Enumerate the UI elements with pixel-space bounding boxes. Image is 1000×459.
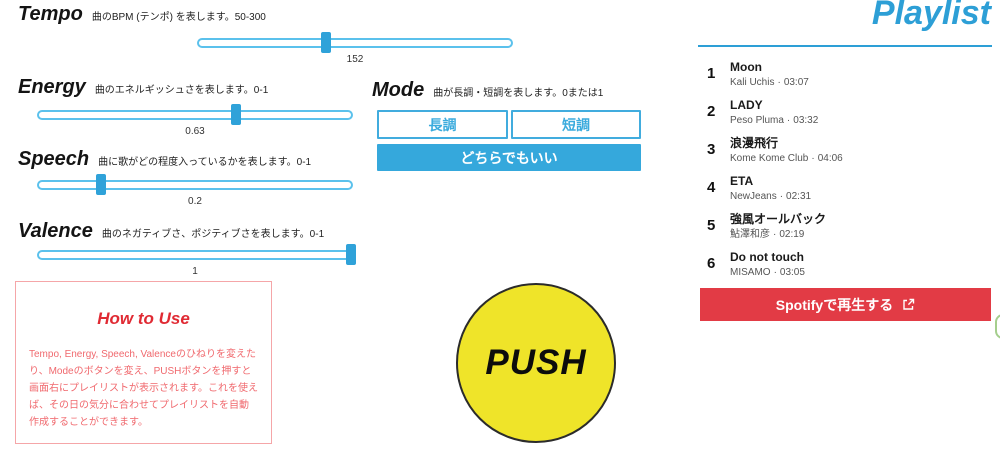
track-separator: · [811,153,815,164]
playlist-track-row[interactable]: 3 浪漫飛行 Kome Kome Club·04:06 [700,133,992,171]
how-to-use-box: How to Use Tempo, Energy, Speech, Valenc… [15,281,272,444]
track-separator: · [773,267,777,278]
speech-description: 曲に歌がどの程度入っているかを表します。0-1 [98,157,312,168]
tempo-slider-thumb[interactable] [321,32,332,53]
track-meta: Kali Uchis·03:07 [730,76,992,89]
energy-value: 0.63 [185,126,205,137]
valence-header: Valence 曲のネガティブさ、ポジティブさを表します。0-1 [18,220,324,243]
tempo-value: 152 [346,54,364,65]
track-title: 強風オールバック [730,212,827,226]
valence-description: 曲のネガティブさ、ポジティブさを表します。0-1 [101,229,325,240]
track-separator: · [786,115,791,126]
push-button[interactable]: PUSH [456,283,616,443]
how-to-use-title: How to Use [97,309,190,328]
track-duration: 04:06 [817,153,843,164]
track-number: 3 [707,141,716,158]
speech-slider[interactable] [37,174,353,195]
playlist-title-underline [698,45,992,47]
track-duration: 02:19 [779,229,805,240]
track-title: ETA [730,174,754,188]
speech-value: 0.2 [188,196,202,207]
track-artist: 鮎澤和彦 [730,229,770,240]
energy-slider-thumb[interactable] [230,104,241,125]
track-duration: 03:05 [779,267,805,278]
track-separator: · [773,229,777,240]
valence-value: 1 [192,266,198,277]
energy-description: 曲のエネルギッシュさを表します。0-1 [94,85,269,96]
track-artist: Kome Kome Club [730,153,809,164]
mode-description: 曲が長調・短調を表します。0または1 [433,88,604,99]
tempo-slider[interactable] [197,32,513,53]
track-artist: MISAMO [730,267,771,278]
playlist-track-list: 1 Moon Kali Uchis·03:07 2 LADY Peso Plum… [700,57,992,285]
mode-button-major[interactable]: 長調 [377,110,508,139]
spotify-play-button[interactable]: Spotifyで再生する [700,288,991,321]
mode-header: Mode 曲が長調・短調を表します。0または1 [372,79,603,102]
track-number: 5 [707,217,716,234]
clipped-edge-widget[interactable] [995,314,1000,339]
track-separator: · [779,191,784,202]
mode-button-minor[interactable]: 短調 [511,110,641,139]
track-meta: Peso Pluma·03:32 [730,114,992,127]
energy-header: Energy 曲のエネルギッシュさを表します。0-1 [18,76,268,99]
tempo-header: Tempo 曲のBPM (テンポ) を表します。50-300 [18,3,266,26]
speech-slider-thumb[interactable] [96,174,107,195]
track-duration: 02:31 [786,191,812,202]
energy-slider[interactable] [37,104,353,125]
track-artist: NewJeans [730,191,777,202]
energy-label: Energy [18,76,86,98]
track-meta: 鮎澤和彦·02:19 [730,228,992,241]
track-meta: NewJeans·02:31 [730,190,992,203]
playlist-track-row[interactable]: 2 LADY Peso Pluma·03:32 [700,95,992,133]
track-separator: · [777,77,781,88]
playlist-track-row[interactable]: 1 Moon Kali Uchis·03:07 [700,57,992,95]
tempo-label: Tempo [18,3,83,25]
speech-header: Speech 曲に歌がどの程度入っているかを表します。0-1 [18,148,311,171]
valence-label: Valence [18,220,93,242]
valence-slider-thumb[interactable] [346,244,356,265]
track-title: Moon [730,60,762,74]
track-artist: Peso Pluma [730,115,784,126]
track-number: 2 [707,103,716,120]
track-number: 4 [707,179,716,196]
playlist-track-row[interactable]: 6 Do not touch MISAMO·03:05 [700,247,992,285]
track-title: Do not touch [730,250,804,264]
track-duration: 03:32 [793,115,819,126]
track-title: LADY [730,98,763,112]
speech-label: Speech [18,148,90,170]
track-title: 浪漫飛行 [730,136,779,150]
playlist-title: Playlist [871,0,991,32]
track-duration: 03:07 [783,77,809,88]
track-number: 1 [707,65,716,82]
how-to-use-body: Tempo, Energy, Speech, Valenceのひねりを変えたり、… [29,349,258,428]
track-meta: MISAMO·03:05 [730,266,992,279]
track-artist: Kali Uchis [730,77,775,88]
tempo-description: 曲のBPM (テンポ) を表します。50-300 [91,12,266,23]
mode-button-either[interactable]: どちらでもいい [377,144,641,171]
external-link-icon [902,298,915,311]
mode-label: Mode [372,79,425,101]
playlist-track-row[interactable]: 5 強風オールバック 鮎澤和彦·02:19 [700,209,992,247]
track-number: 6 [707,255,716,272]
valence-slider[interactable] [37,244,356,265]
track-meta: Kome Kome Club·04:06 [730,152,992,165]
spotify-play-label: Spotifyで再生する [775,296,894,313]
playlist-track-row[interactable]: 4 ETA NewJeans·02:31 [700,171,992,209]
